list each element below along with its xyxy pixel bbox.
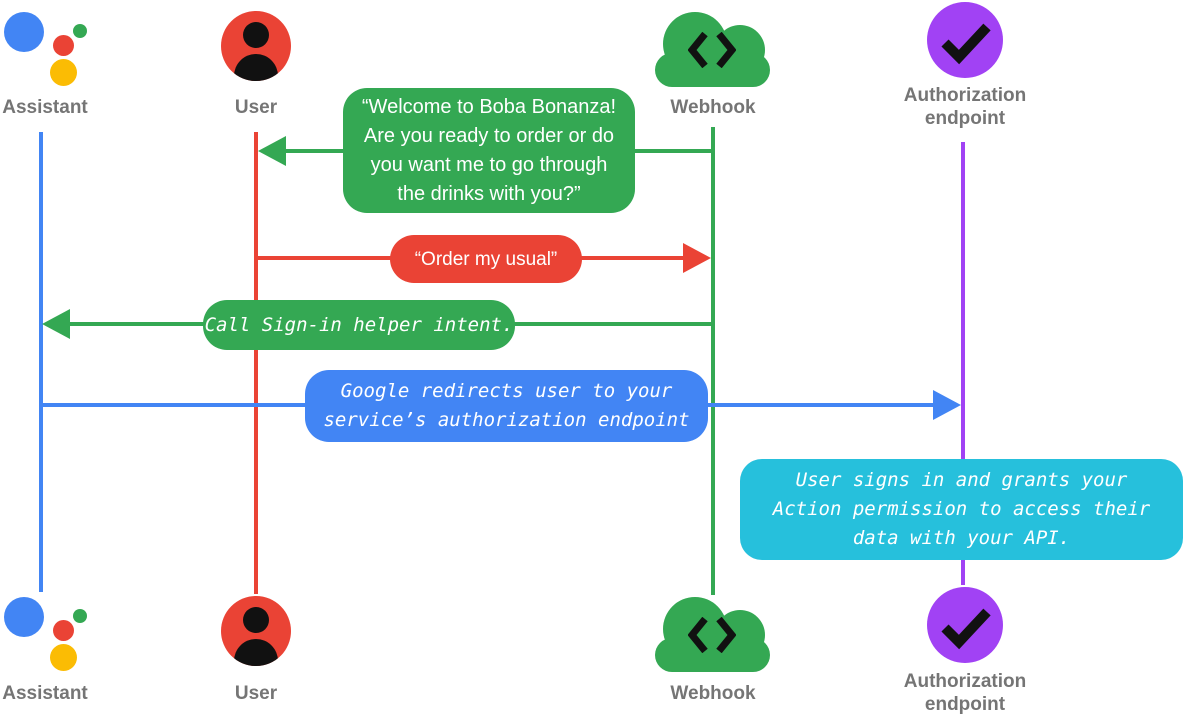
user-icon — [221, 596, 291, 666]
assistant-blue-dot — [4, 12, 44, 52]
bubble-text-line: Google redirects user to your — [340, 380, 673, 402]
checkmark-icon — [941, 23, 991, 65]
bubble-text-line: you want me to go through — [370, 153, 608, 176]
bubble-text-line: Action permission to access their — [772, 498, 1151, 520]
authorization-check-icon — [927, 587, 1003, 663]
person-head-glyph — [243, 607, 269, 633]
authorization-label-bottom: Authorization endpoint — [903, 671, 1027, 715]
user-label-bottom: User — [234, 683, 278, 704]
user-lifeline — [254, 132, 258, 594]
webhook-label-top: Webhook — [670, 97, 756, 118]
webhook-lifeline — [711, 127, 715, 595]
authorization-lifeline — [961, 142, 965, 585]
assistant-label-bottom: Assistant — [2, 683, 88, 704]
bubble-text-line: User signs in and grants your — [795, 469, 1128, 491]
assistant-yellow-dot — [50, 644, 77, 671]
assistant-blue-dot — [4, 597, 44, 637]
assistant-lifeline — [39, 132, 43, 592]
bubble-text-line: Are you ready to order or do — [363, 124, 615, 147]
signin-bubble: Call Sign-in helper intent. — [203, 300, 515, 350]
assistant-yellow-dot — [50, 59, 77, 86]
person-head-glyph — [243, 22, 269, 48]
user-icon — [221, 11, 291, 81]
welcome-bubble: “Welcome to Boba Bonanza! Are you ready … — [343, 88, 635, 213]
webhook-label-bottom: Webhook — [670, 683, 756, 704]
webhook-cloud-icon — [655, 12, 770, 87]
assistant-green-dot — [73, 24, 87, 38]
code-brackets-icon — [688, 617, 736, 653]
bubble-text-line: service’s authorization endpoint — [323, 409, 690, 431]
webhook-cloud-icon — [655, 597, 770, 672]
assistant-label-top: Assistant — [2, 97, 88, 118]
assistant-red-dot — [53, 35, 74, 56]
user-label-top: User — [234, 97, 278, 118]
bubble-text-line: data with your API. — [852, 527, 1071, 549]
person-torso-glyph — [234, 54, 278, 81]
assistant-green-dot — [73, 609, 87, 623]
bubble-text-line: “Welcome to Boba Bonanza! — [361, 95, 617, 118]
authorization-check-icon — [927, 2, 1003, 78]
bubble-text-line: the drinks with you?” — [397, 182, 581, 205]
welcome-arrowhead-icon — [258, 136, 286, 166]
person-torso-glyph — [234, 639, 278, 666]
bubble-text-line: “Order my usual” — [414, 248, 558, 270]
assistant-red-dot — [53, 620, 74, 641]
authorization-label-top: Authorization endpoint — [903, 85, 1027, 129]
redirect-arrowhead-icon — [933, 390, 961, 420]
bubble-text-line: Call Sign-in helper intent. — [204, 313, 514, 336]
code-brackets-icon — [688, 32, 736, 68]
redirect-bubble: Google redirects user to your service’s … — [305, 370, 708, 442]
signin-arrowhead-icon — [42, 309, 70, 339]
order-arrowhead-icon — [683, 243, 711, 273]
grants-bubble: User signs in and grants your Action per… — [740, 459, 1183, 560]
google-assistant-icon — [0, 8, 90, 90]
order-bubble: “Order my usual” — [390, 235, 582, 283]
google-assistant-icon — [0, 593, 90, 675]
checkmark-icon — [941, 608, 991, 650]
